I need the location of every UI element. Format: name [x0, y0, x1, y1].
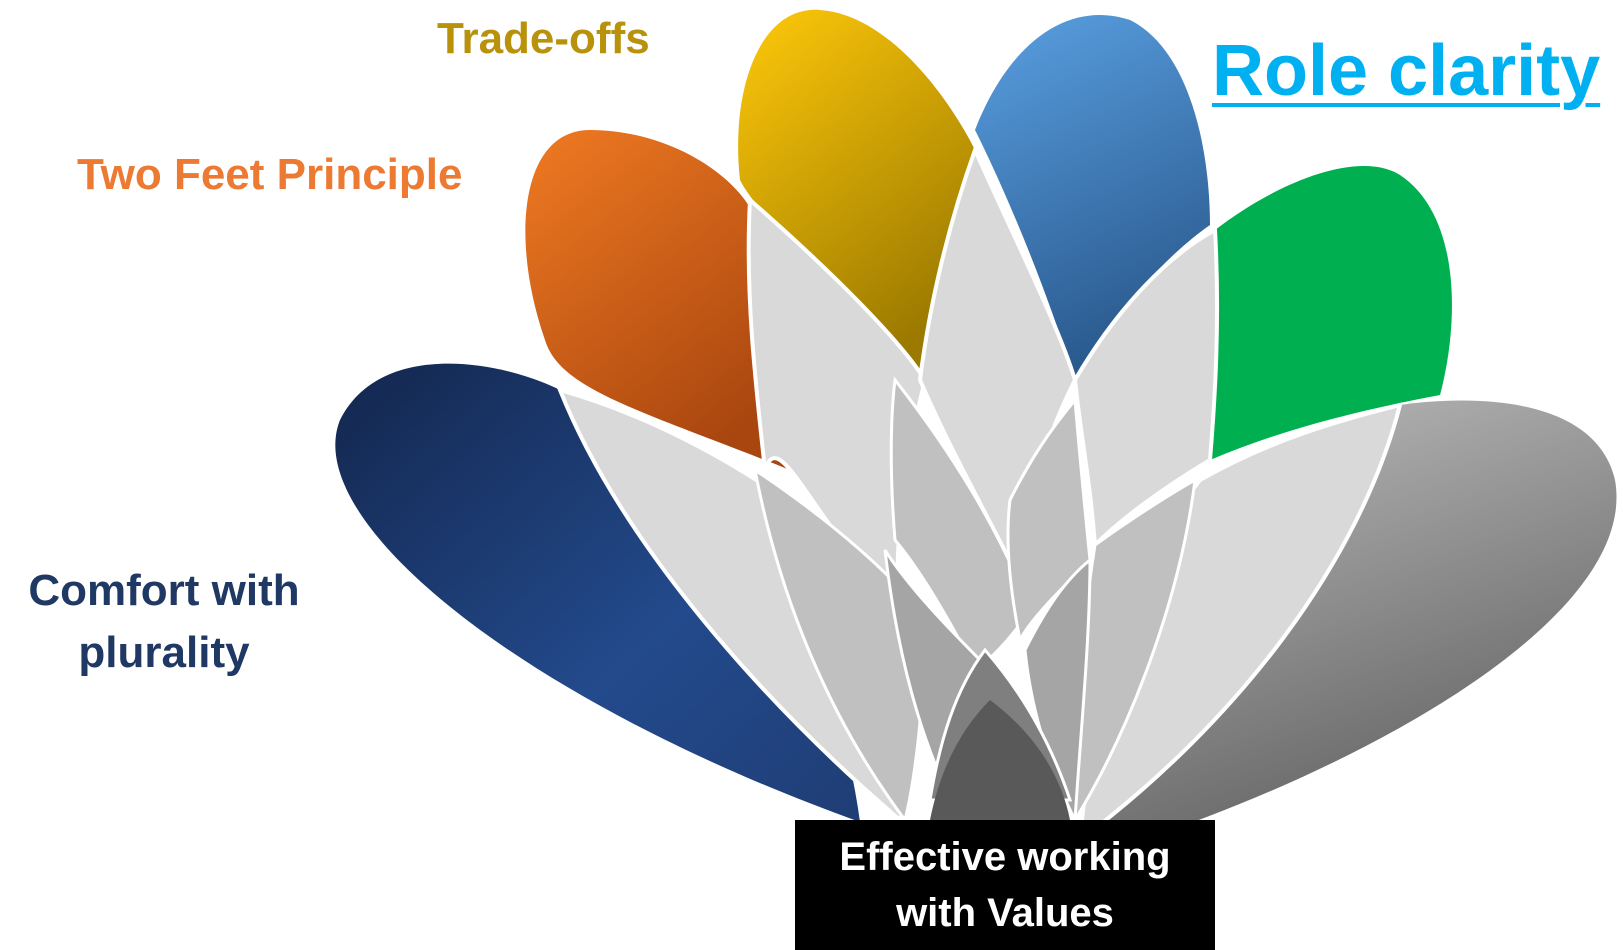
label-comfort-with-plurality: Comfort with plurality — [14, 560, 314, 684]
center-label-box: Effective working with Values — [795, 820, 1215, 950]
link-role-clarity[interactable]: Role clarity — [1212, 31, 1601, 111]
overlap-mid-left — [752, 466, 927, 824]
label-comfort-line1: Comfort with — [28, 566, 300, 615]
petal-comfort-plurality — [335, 363, 860, 822]
petal-trade-offs — [738, 9, 975, 381]
label-comfort-line2: plurality — [78, 628, 250, 677]
petal-green — [1210, 166, 1452, 460]
petal-two-feet — [525, 130, 790, 470]
center-line2: with Values — [896, 891, 1114, 935]
center-line1: Effective working — [839, 835, 1171, 879]
petal-role-clarity — [975, 14, 1210, 381]
label-trade-offs: Trade-offs — [437, 14, 650, 63]
label-two-feet-principle: Two Feet Principle — [77, 150, 463, 199]
petal-gray — [1080, 400, 1617, 860]
overlap-core-dark — [930, 700, 1070, 820]
